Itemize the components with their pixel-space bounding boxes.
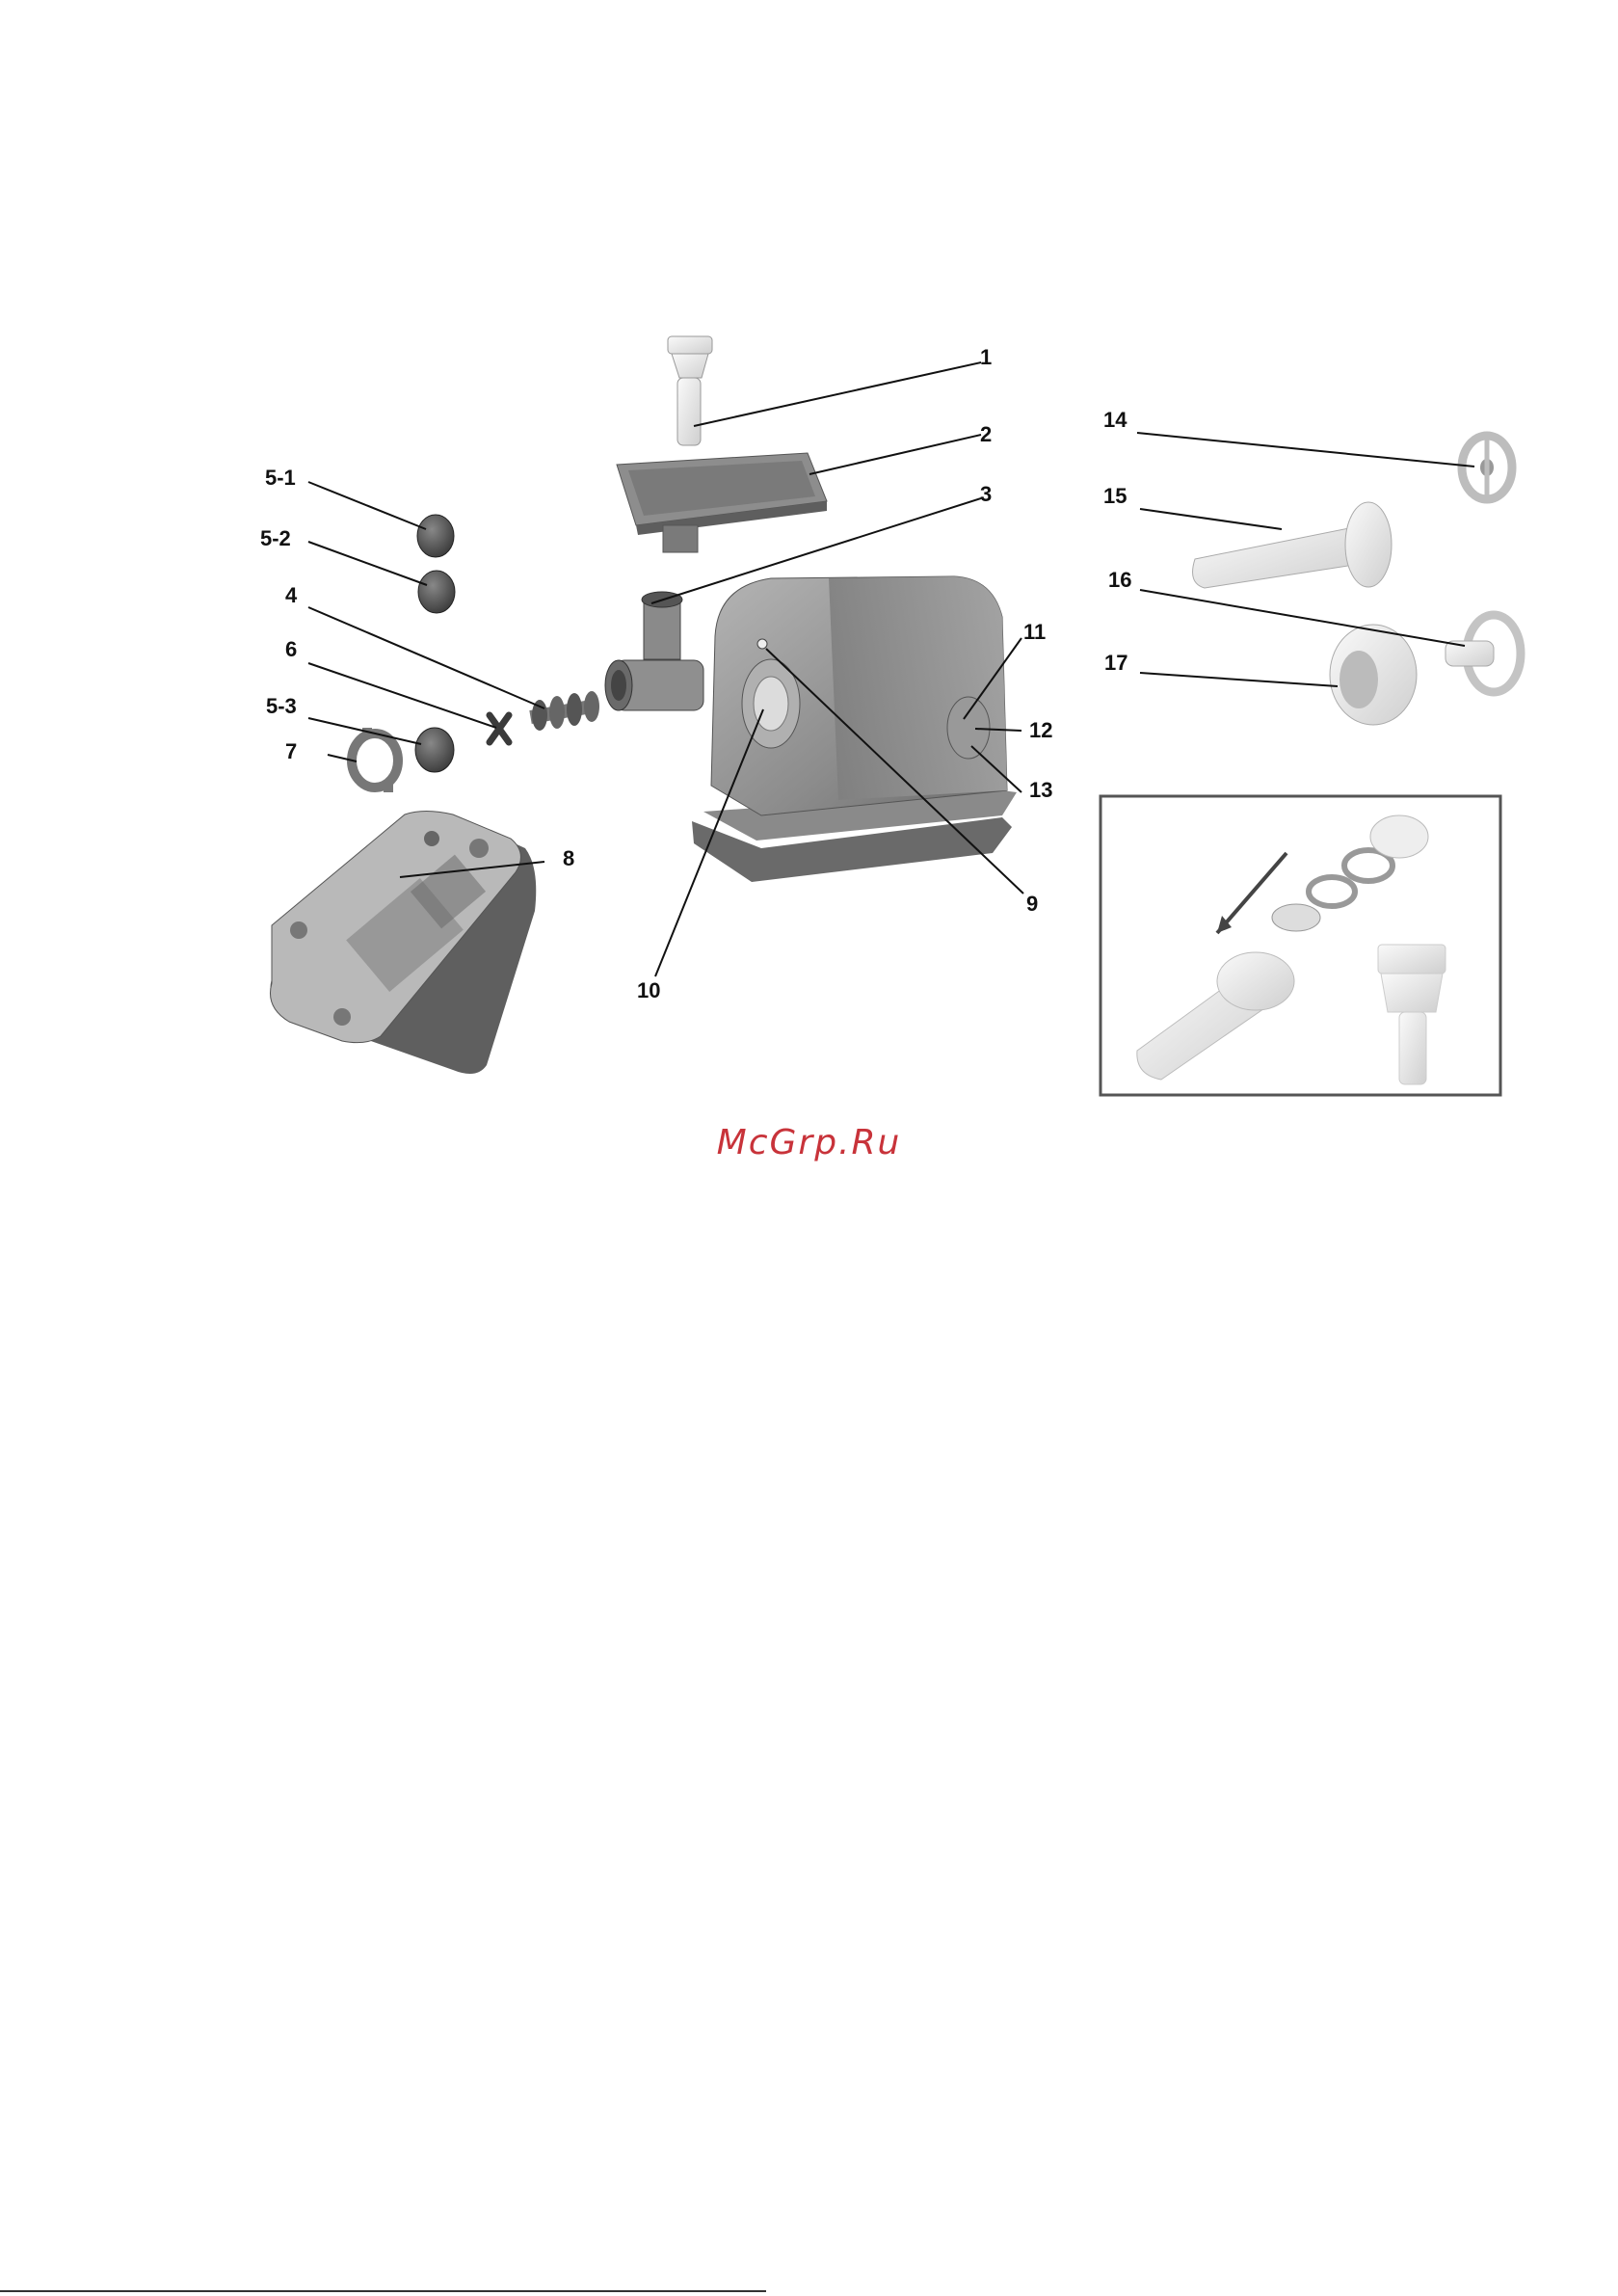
sausage-nozzle bbox=[1193, 502, 1392, 588]
callout-5-3: 5-3 bbox=[266, 694, 297, 718]
cutting-knife bbox=[490, 715, 509, 742]
feeding-tray bbox=[617, 453, 827, 552]
callout-12: 12 bbox=[1029, 718, 1052, 742]
base-underside bbox=[270, 812, 536, 1075]
callout-1: 1 bbox=[980, 345, 992, 369]
callout-5-2: 5-2 bbox=[260, 526, 291, 550]
footer-divider bbox=[0, 2290, 766, 2292]
grinding-disc-5-2 bbox=[418, 571, 455, 613]
watermark-text: McGrp.Ru bbox=[0, 1123, 1618, 1162]
callout-14: 14 bbox=[1103, 408, 1127, 432]
callout-13: 13 bbox=[1029, 778, 1052, 802]
callout-5-1: 5-1 bbox=[265, 466, 296, 490]
auger-screw bbox=[529, 691, 599, 731]
grinder-head bbox=[605, 592, 703, 710]
callout-8: 8 bbox=[563, 846, 574, 870]
sausage-plate-14 bbox=[1462, 436, 1512, 499]
callout-10: 10 bbox=[637, 978, 660, 1002]
callout-16: 16 bbox=[1108, 568, 1131, 592]
callout-6: 6 bbox=[285, 637, 297, 661]
motor-housing bbox=[692, 576, 1017, 882]
kebbe-plate bbox=[1446, 615, 1521, 692]
callout-4: 4 bbox=[285, 583, 298, 607]
callout-15: 15 bbox=[1103, 484, 1127, 508]
food-pusher bbox=[668, 336, 712, 445]
callout-7: 7 bbox=[285, 739, 297, 763]
callout-2: 2 bbox=[980, 422, 992, 446]
callout-3: 3 bbox=[980, 482, 992, 506]
callout-9: 9 bbox=[1026, 892, 1038, 916]
callout-17: 17 bbox=[1104, 651, 1127, 675]
assembly-inset bbox=[1101, 796, 1500, 1095]
kebbe-cone bbox=[1330, 625, 1417, 725]
callout-11: 11 bbox=[1023, 620, 1046, 644]
grinding-disc-5-3 bbox=[415, 728, 454, 772]
grinding-disc-5-1 bbox=[417, 515, 454, 557]
